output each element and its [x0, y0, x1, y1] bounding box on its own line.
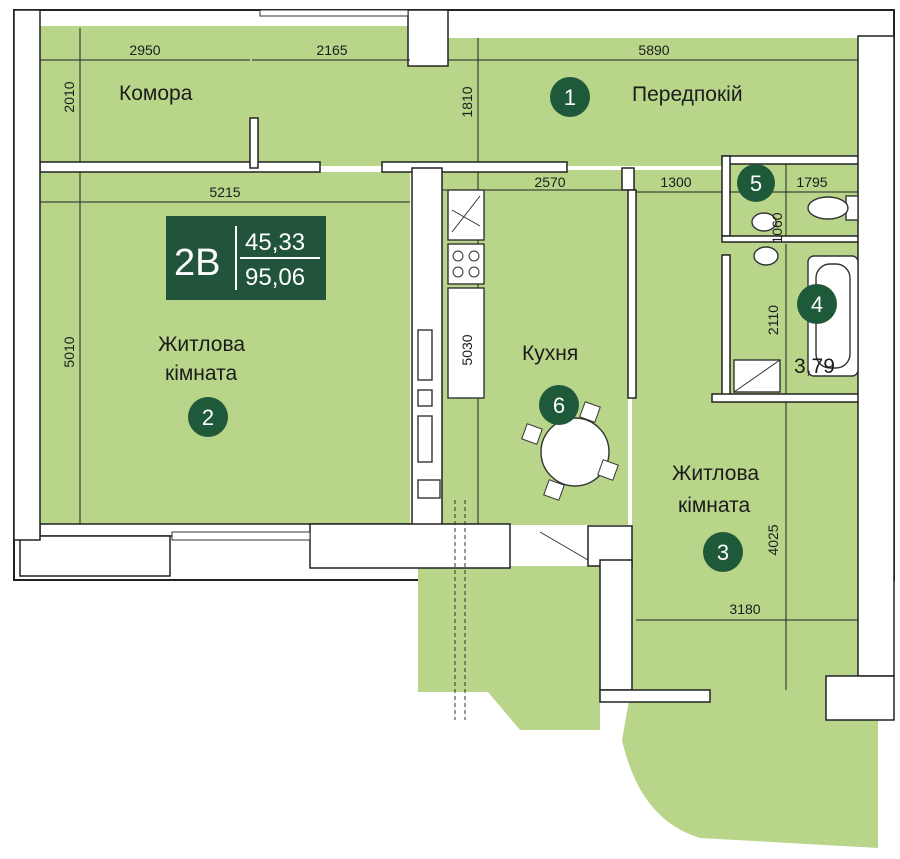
dim-corridor-width: 1300: [660, 174, 691, 190]
kitchen-label: Кухня: [522, 342, 578, 365]
dim-storage-mid: 2165: [316, 42, 347, 58]
dim-hall-width: 5890: [638, 42, 669, 58]
dim-storage-width: 2950: [129, 42, 160, 58]
room-marker-3-number: 3: [717, 540, 729, 565]
total-area-value: 95,06: [245, 264, 305, 291]
room-marker-2: [188, 397, 228, 437]
dimension-labels: 2950 2165 5890 2010 1810 5215 5010 2570 …: [61, 42, 828, 617]
toilet-icon: [807, 195, 859, 221]
shower-tray-icon: [733, 359, 781, 393]
stove-icon: [447, 243, 485, 285]
loggia-room3: [622, 695, 878, 848]
kitchen-sink-icon: [447, 189, 485, 241]
room-marker-5: [737, 164, 775, 202]
dim-wc-height: 1060: [769, 212, 785, 243]
bathroom-area: 3,79: [794, 355, 835, 378]
room-marker-6-number: 6: [553, 393, 565, 418]
loggia-kitchen: [418, 566, 600, 730]
room-marker-6: [539, 385, 579, 425]
storage-room: [40, 26, 430, 166]
room-marker-1: [550, 77, 590, 117]
corridor-room: [632, 170, 728, 400]
interior-walls: [13, 9, 895, 721]
living-room-3: [632, 400, 860, 695]
dim-storage-height: 2010: [61, 81, 77, 112]
dim-room3-width: 3180: [729, 601, 760, 617]
room2-label-line1: Житлова: [158, 333, 245, 356]
room-marker-2-number: 2: [202, 405, 214, 430]
storage-label: Комора: [119, 82, 193, 105]
dim-kitchen-height: 5030: [459, 334, 475, 365]
dim-room3-height: 4025: [765, 524, 781, 555]
room-marker-4: [797, 284, 837, 324]
dim-wc-width: 1795: [796, 174, 827, 190]
room3-label-line1: Житлова: [672, 462, 759, 485]
radiator-icon: [417, 329, 441, 499]
kitchen-counter: [447, 287, 485, 399]
hall-room: [430, 38, 860, 166]
apartment-badge: 2B 45,33 95,06: [166, 216, 326, 300]
room3-label-line2: кімната: [678, 494, 750, 517]
sink-icon: [751, 212, 779, 266]
room1-label: Передпокій: [632, 83, 743, 106]
dim-room2-height: 5010: [61, 336, 77, 367]
dim-hall-height: 1810: [459, 86, 475, 117]
dim-kitchen-width: 2570: [534, 174, 565, 190]
room-marker-3: [703, 532, 743, 572]
dim-bath-height: 2110: [765, 305, 781, 335]
dim-room2-width: 5215: [209, 184, 240, 200]
room-marker-1-number: 1: [564, 85, 576, 110]
room-marker-4-number: 4: [811, 292, 823, 317]
apartment-type: 2B: [174, 242, 220, 284]
window-top: [259, 9, 409, 17]
room-marker-5-number: 5: [750, 171, 762, 196]
room2-label-line2: кімната: [165, 362, 237, 385]
dining-table-icon: [521, 401, 619, 501]
living-area-value: 45,33: [245, 229, 305, 256]
window-room2: [171, 531, 311, 541]
room-fills: [40, 26, 878, 848]
room-markers: 1 2 3 4 5 6: [188, 77, 837, 572]
